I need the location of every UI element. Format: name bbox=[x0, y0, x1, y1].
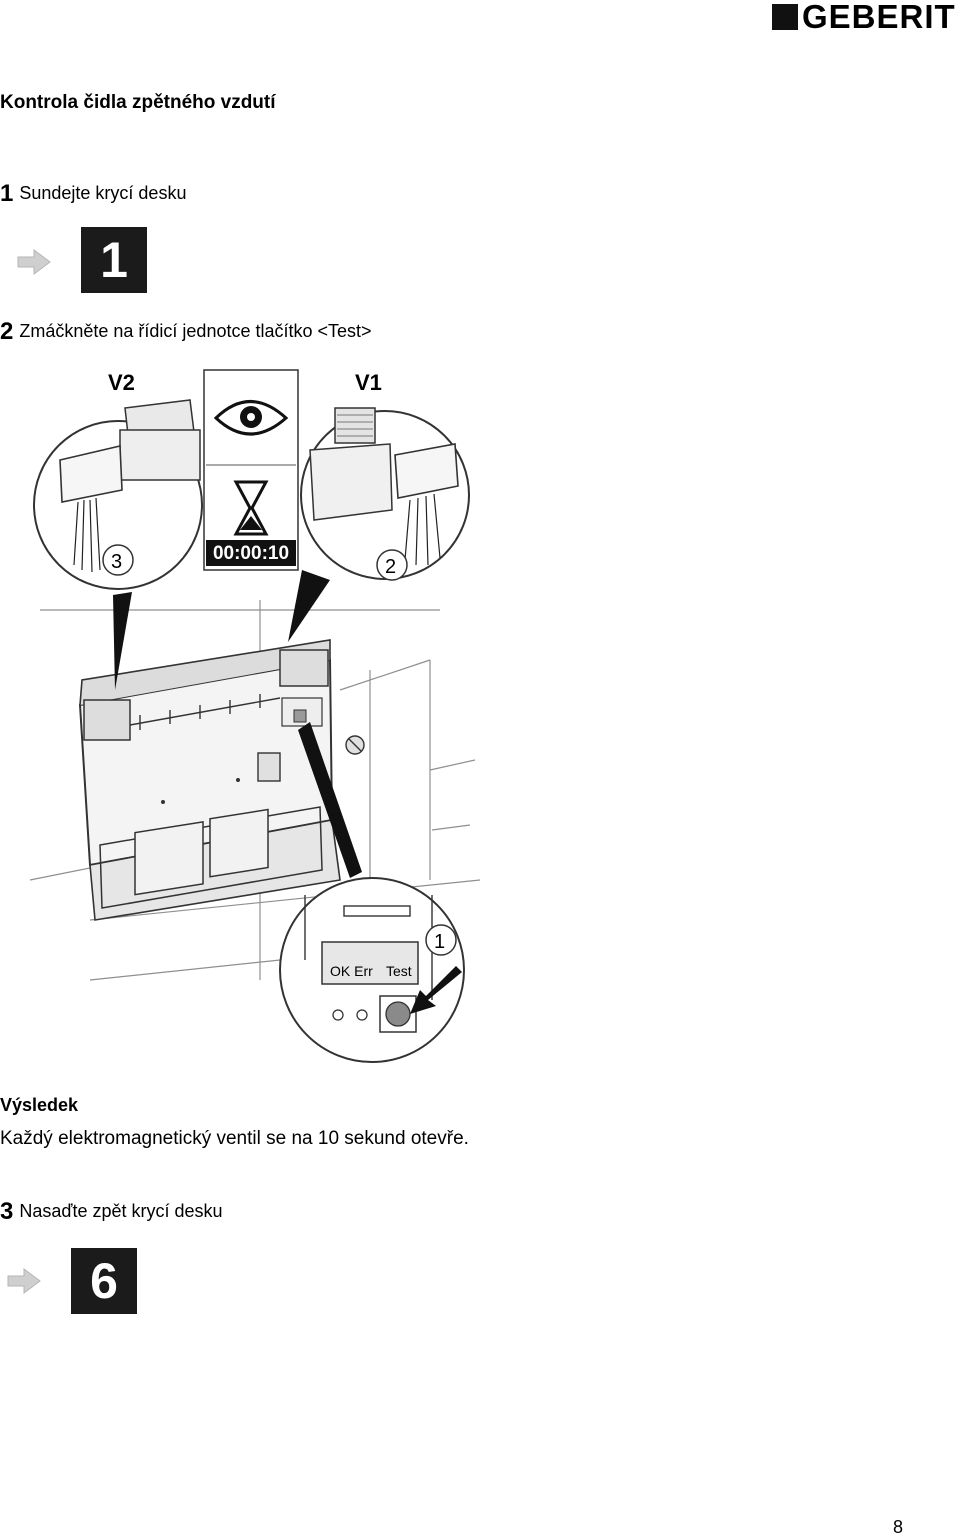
control-unit bbox=[78, 639, 365, 921]
eye-timer-panel: 00:00:10 bbox=[203, 369, 299, 571]
callout-2: 2 bbox=[385, 556, 396, 578]
step-3-ref-badge: 6 bbox=[71, 1248, 137, 1314]
control-unit-illustration: V2 3 00:00:10 V1 2 bbox=[29, 369, 481, 1063]
callout-1: 1 bbox=[434, 931, 445, 953]
valve-v2-detail: V2 3 bbox=[33, 370, 203, 590]
logo-square-icon bbox=[772, 4, 798, 30]
timer-display: 00:00:10 bbox=[213, 543, 289, 564]
valve-v1-label: V1 bbox=[355, 370, 382, 395]
logo-wordmark: GEBERIT bbox=[802, 0, 956, 35]
step-2-number: 2 bbox=[0, 318, 14, 345]
page-title: Kontrola čidla zpětného vzdutí bbox=[0, 92, 276, 113]
step-1-number: 1 bbox=[0, 180, 14, 207]
hourglass-icon bbox=[233, 480, 269, 536]
callout-3: 3 bbox=[111, 551, 122, 573]
ok-err-label: OK Err bbox=[330, 963, 373, 979]
geberit-logo: GEBERIT bbox=[772, 0, 956, 35]
pointer-right bbox=[288, 570, 330, 642]
step-3-arrow-icon bbox=[7, 1268, 41, 1294]
test-label: Test bbox=[386, 963, 412, 979]
test-button bbox=[385, 1001, 411, 1027]
press-arrow-icon bbox=[410, 966, 462, 1014]
step-3-number: 3 bbox=[0, 1198, 14, 1225]
step-1-ref-badge: 1 bbox=[81, 227, 147, 293]
result-text: Každý elektromagnetický ventil se na 10 … bbox=[0, 1128, 469, 1149]
step-2-text: Zmáčkněte na řídicí jednotce tlačítko <T… bbox=[19, 321, 372, 341]
pointer-left bbox=[113, 592, 132, 690]
step-3-text: Nasaďte zpět krycí desku bbox=[19, 1201, 223, 1221]
page-number: 8 bbox=[893, 1517, 904, 1537]
valve-v1-detail: V1 2 bbox=[300, 370, 470, 581]
result-heading: Výsledek bbox=[0, 1095, 79, 1115]
valve-v2-label: V2 bbox=[108, 370, 135, 395]
step-1-arrow-icon bbox=[17, 249, 51, 275]
pointer-bottom bbox=[298, 722, 362, 878]
test-button-detail: OK Err Test 1 bbox=[279, 877, 465, 1063]
step-1-text: Sundejte krycí desku bbox=[19, 183, 187, 203]
